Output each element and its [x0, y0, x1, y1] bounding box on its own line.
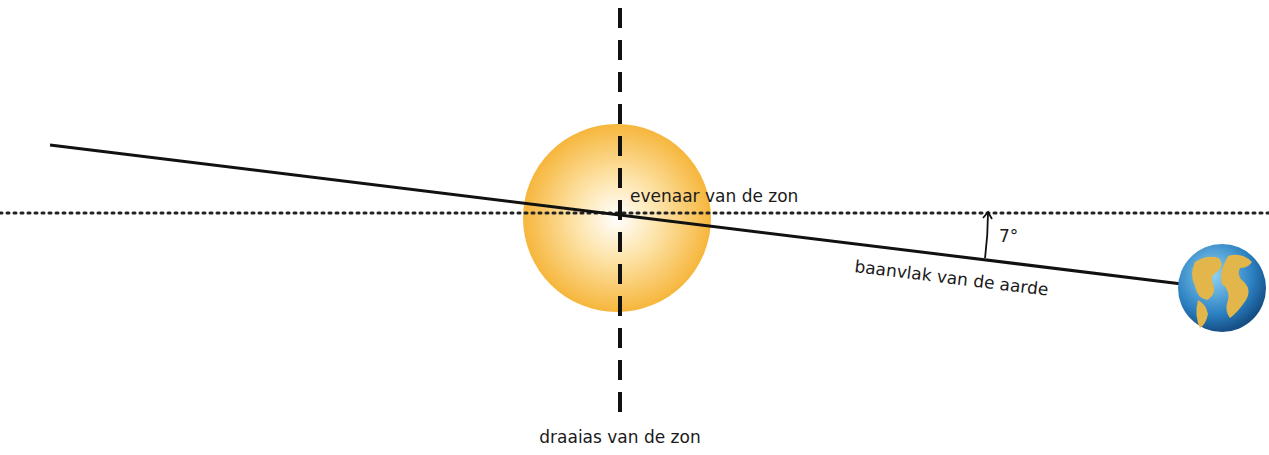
rotation-axis	[618, 8, 622, 418]
angle-arc	[985, 213, 988, 258]
equator-label: evenaar van de zon	[630, 186, 798, 206]
orbital-plane-label: baanvlak van de aarde	[854, 256, 1050, 300]
angle-arrowhead	[983, 212, 992, 219]
sun-equator-line	[0, 212, 1269, 215]
angle-label: 7°	[999, 226, 1018, 246]
sun	[523, 124, 711, 312]
axis-label: draaias van de zon	[539, 427, 700, 447]
earth	[1178, 244, 1266, 332]
